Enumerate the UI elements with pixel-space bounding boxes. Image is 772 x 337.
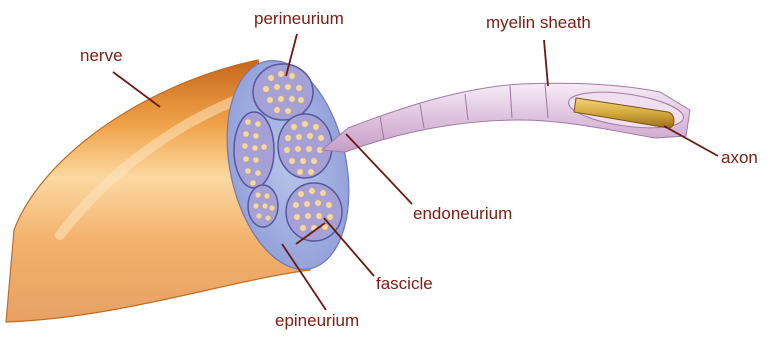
label-fascicle: fascicle [376,275,433,292]
leader-axon [664,126,718,156]
label-perineurium: perineurium [254,10,344,27]
label-nerve: nerve [80,47,123,64]
label-epineurium: epineurium [275,312,359,329]
leader-nerve [113,72,160,107]
label-axon: axon [721,149,758,166]
leader-myelin [544,40,548,86]
label-myelin-sheath: myelin sheath [486,14,591,31]
leader-endoneurium [346,134,412,204]
label-endoneurium: endoneurium [413,205,512,222]
